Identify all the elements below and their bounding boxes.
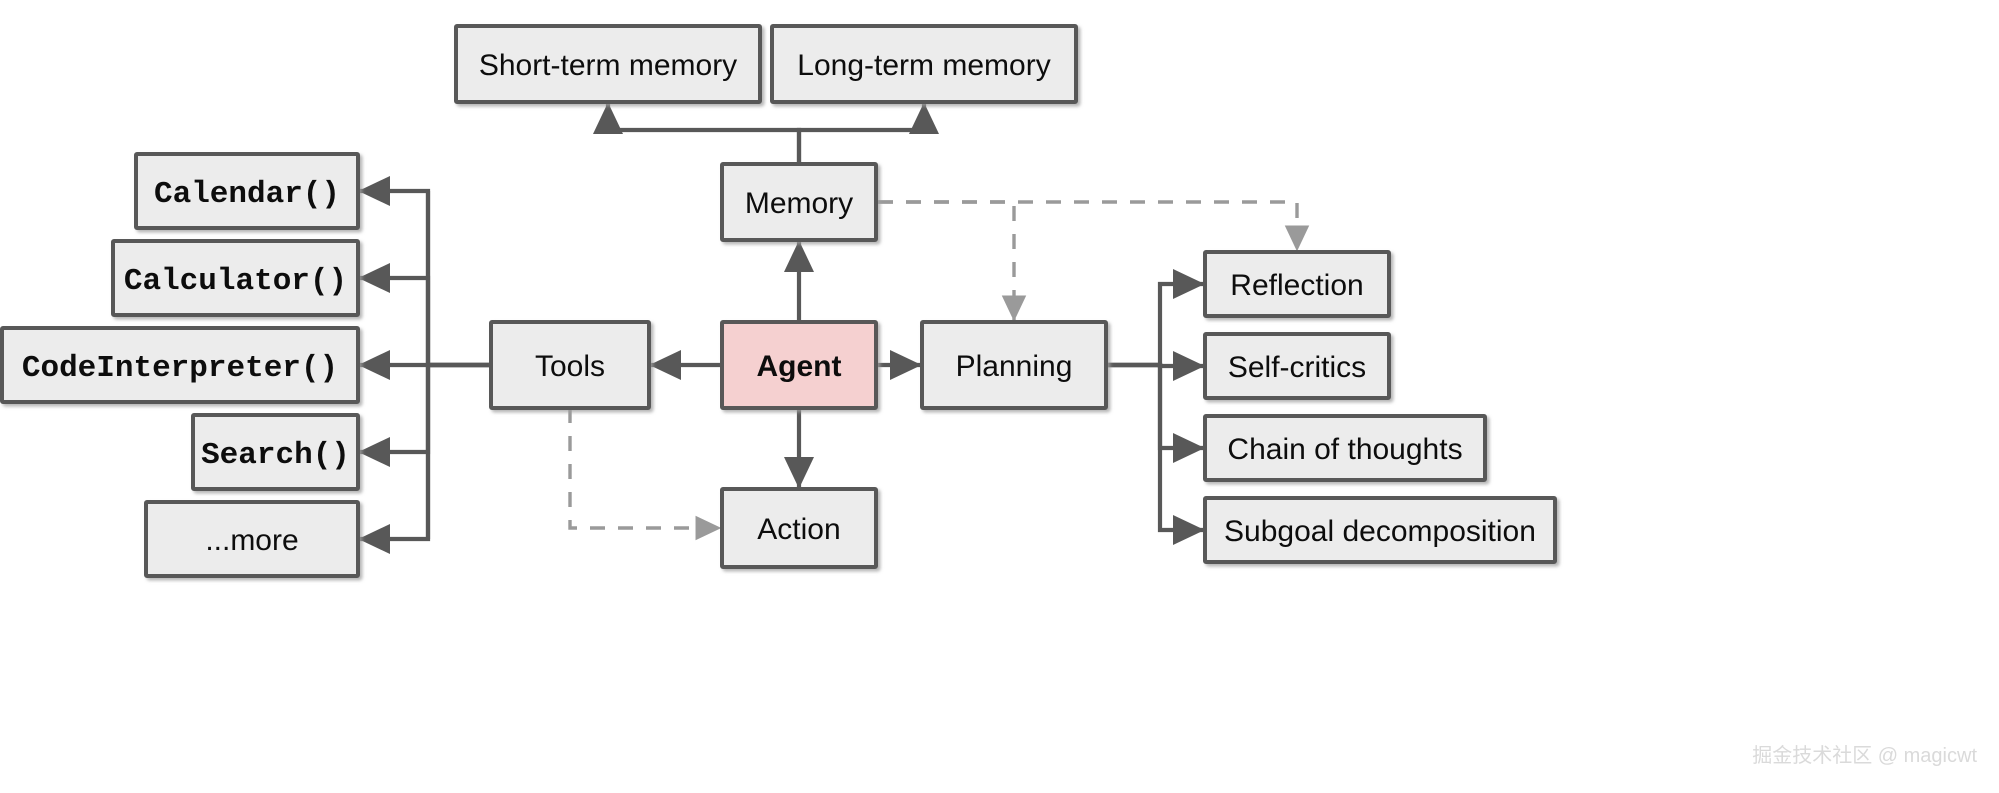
node-memory[interactable]: Memory <box>720 162 878 242</box>
edge-tools-to-search <box>358 362 489 468</box>
node-box[interactable] <box>720 487 878 569</box>
node-code_interpreter[interactable]: CodeInterpreter() <box>0 326 360 404</box>
node-reflection[interactable]: Reflection <box>1203 250 1391 318</box>
edge-tools-to-more <box>358 362 489 555</box>
node-label: Calendar() <box>154 177 340 212</box>
node-subgoal_decomposition[interactable]: Subgoal decomposition <box>1203 496 1557 564</box>
node-label: Search() <box>201 438 350 473</box>
node-label: Subgoal decomposition <box>1224 515 1536 548</box>
node-tools[interactable]: Tools <box>489 320 651 410</box>
edge-layer <box>358 102 1310 555</box>
node-label: Short-term memory <box>479 49 737 82</box>
node-box[interactable] <box>144 500 360 578</box>
node-label: ...more <box>205 524 298 557</box>
node-box[interactable] <box>1203 414 1487 482</box>
edge-memory-to-reflection <box>878 200 1310 252</box>
node-box[interactable] <box>489 320 651 410</box>
node-chain_of_thoughts[interactable]: Chain of thoughts <box>1203 414 1487 482</box>
node-calendar[interactable]: Calendar() <box>134 152 360 230</box>
node-label: Self-critics <box>1228 351 1366 384</box>
watermark: 掘金技术社区 @ magicwt <box>1752 744 1977 767</box>
node-label: Calculator() <box>124 264 347 299</box>
edge-memory-to-planning <box>878 200 1027 322</box>
node-label: Tools <box>535 350 605 383</box>
node-planning[interactable]: Planning <box>920 320 1108 410</box>
node-box[interactable] <box>720 320 878 410</box>
node-label: CodeInterpreter() <box>22 351 338 386</box>
edge-tools-to-calculator <box>358 262 489 368</box>
node-box[interactable] <box>111 239 360 317</box>
edge-planning-to-chain_of_thoughts <box>1108 362 1205 464</box>
node-box[interactable] <box>454 24 762 104</box>
node-more[interactable]: ...more <box>144 500 360 578</box>
node-box[interactable] <box>920 320 1108 410</box>
node-label: Memory <box>745 187 853 220</box>
node-calculator[interactable]: Calculator() <box>111 239 360 317</box>
node-box[interactable] <box>1203 250 1391 318</box>
edge-memory-to-short_term_memory <box>592 102 802 164</box>
node-long_term_memory[interactable]: Long-term memory <box>770 24 1078 104</box>
edge-tools-to-action <box>568 408 722 541</box>
node-label: Chain of thoughts <box>1227 433 1462 466</box>
node-label: Action <box>757 513 840 546</box>
node-box[interactable] <box>0 326 360 404</box>
node-box[interactable] <box>134 152 360 230</box>
node-label: Long-term memory <box>797 49 1050 82</box>
node-label: Planning <box>956 350 1073 383</box>
node-box[interactable] <box>1203 332 1391 400</box>
edge-planning-to-subgoal_decomposition <box>1108 362 1205 546</box>
node-search[interactable]: Search() <box>191 413 360 491</box>
edge-planning-to-reflection <box>1108 268 1205 368</box>
node-box[interactable] <box>720 162 878 242</box>
node-box[interactable] <box>1203 496 1557 564</box>
node-action[interactable]: Action <box>720 487 878 569</box>
node-label: Agent <box>757 350 842 383</box>
node-agent[interactable]: Agent <box>720 320 878 410</box>
node-box[interactable] <box>770 24 1078 104</box>
node-label: Reflection <box>1230 269 1363 302</box>
edge-memory-to-long_term_memory <box>796 102 940 164</box>
node-self_critics[interactable]: Self-critics <box>1203 332 1391 400</box>
node-box[interactable] <box>191 413 360 491</box>
node-short_term_memory[interactable]: Short-term memory <box>454 24 762 104</box>
